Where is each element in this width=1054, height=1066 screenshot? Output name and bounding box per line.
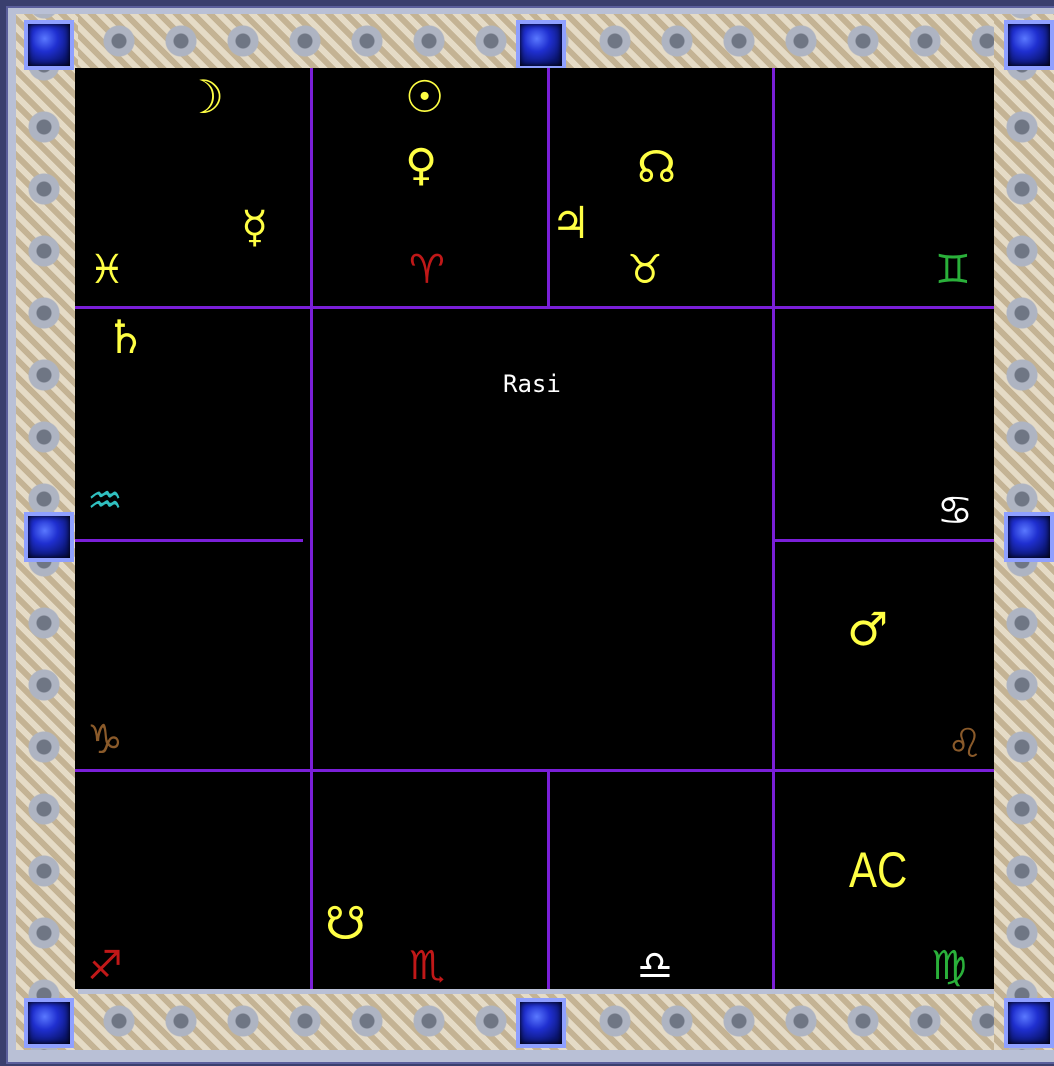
sun-icon: ☉ [405, 76, 444, 120]
mercury-icon: ☿ [241, 206, 268, 250]
corner-gem-top-right [1004, 20, 1054, 70]
ascendant-label: AC [849, 841, 907, 899]
gemini-sign-icon: ♊ [935, 250, 971, 290]
grid-line-h-left-mid [75, 539, 303, 542]
cancer-sign-icon: ♋ [937, 491, 973, 531]
libra-sign-icon: ♎ [637, 946, 673, 986]
aries-sign-icon: ♈ [409, 250, 445, 290]
aquarius-sign-icon: ♒ [87, 481, 123, 521]
edge-gem-bottom [516, 998, 566, 1048]
chart-title: Rasi [503, 370, 561, 398]
saturn-icon: ♄ [105, 314, 146, 360]
grid-line-v-left [310, 68, 313, 989]
scorpio-sign-icon: ♏ [409, 946, 445, 986]
grid-line-h-bottom [75, 769, 994, 772]
grid-line-h-right-mid [774, 539, 994, 542]
edge-gem-left [24, 512, 74, 562]
corner-gem-bottom-left [24, 998, 74, 1048]
ketu-icon: ☋ [325, 900, 366, 946]
edge-gem-top [516, 20, 566, 70]
grid-line-v-bottom-mid [547, 772, 550, 989]
rasi-chart: Rasi ♓ ♈ ♉ ♊ ♒ ♋ ♑ ♌ ♐ ♏ ♎ ♍ ☽ ☉ ♀ ☿ ♃ ☊… [75, 68, 994, 989]
capricorn-sign-icon: ♑ [87, 720, 123, 760]
edge-gem-right [1004, 512, 1054, 562]
rahu-icon: ☊ [637, 146, 676, 190]
grid-line-h-top [75, 306, 994, 309]
sagittarius-sign-icon: ♐ [87, 946, 123, 986]
corner-gem-top-left [24, 20, 74, 70]
leo-sign-icon: ♌ [947, 724, 983, 764]
taurus-sign-icon: ♉ [627, 250, 663, 290]
corner-gem-bottom-right [1004, 998, 1054, 1048]
grid-line-v-top-mid [547, 68, 550, 306]
venus-icon: ♀ [405, 144, 437, 188]
grid-line-v-right [772, 68, 775, 989]
mars-icon: ♂ [847, 606, 888, 652]
pisces-sign-icon: ♓ [89, 250, 125, 290]
jupiter-icon: ♃ [551, 202, 590, 246]
virgo-sign-icon: ♍ [931, 946, 967, 986]
moon-icon: ☽ [183, 74, 224, 120]
